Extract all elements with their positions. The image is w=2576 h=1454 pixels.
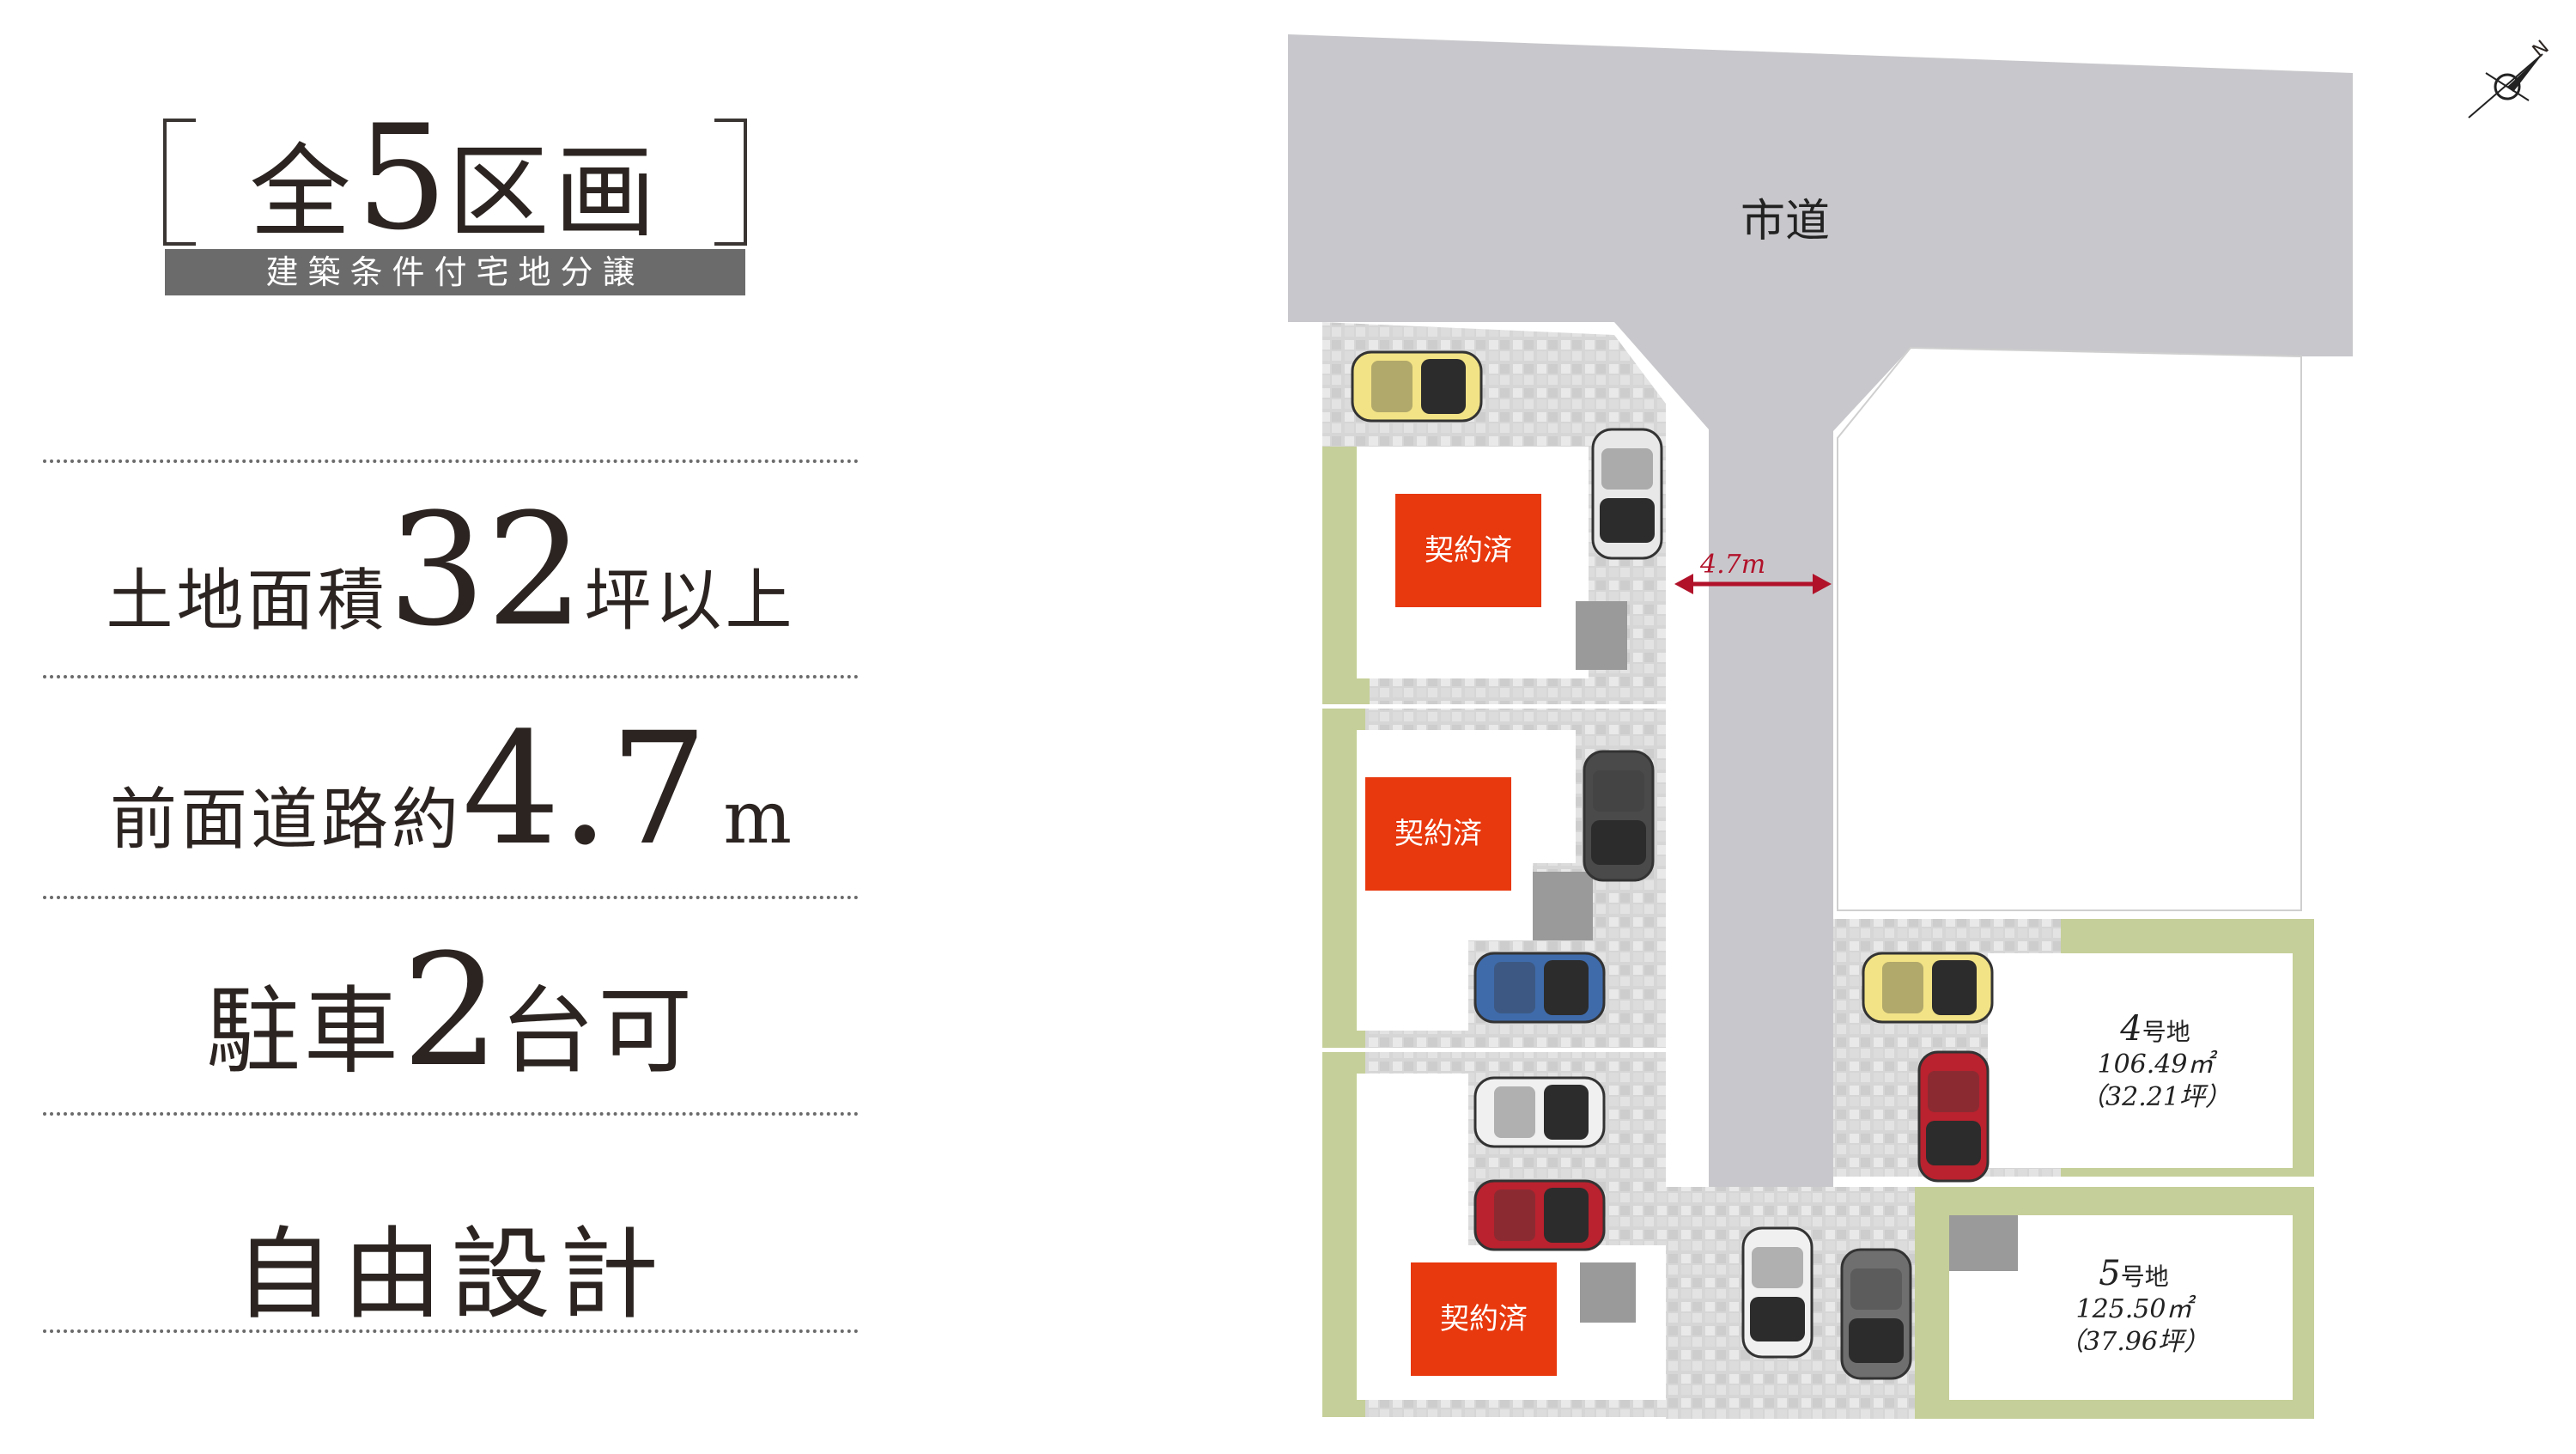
lot-4-area-tsubo: （32.21坪） [2080, 1082, 2231, 1112]
lot-5-area-sqm: 125.50㎡ [2075, 1294, 2192, 1324]
lot-4-area-sqm: 106.49㎡ [2097, 1049, 2214, 1080]
lot-1-sold-badge: 契約済 [1395, 494, 1541, 607]
car-white-lot-1 [1591, 428, 1663, 560]
left-bracket [163, 119, 196, 246]
right-bracket [714, 119, 747, 246]
parking-suffix: 台可 [500, 976, 696, 1086]
divider-1 [43, 459, 859, 463]
divider-4 [43, 1112, 859, 1116]
lot-4-number: 4 [2120, 1009, 2142, 1049]
road-width-arrow [1674, 574, 1832, 594]
car-yellow-lot-1 [1351, 350, 1483, 423]
lot-5-area-tsubo: （37.96坪） [2058, 1327, 2209, 1357]
car-yellow-lot-4 [1862, 952, 1994, 1024]
feature-free-design: 自由設計 [234, 1217, 667, 1333]
road-surface [1288, 34, 2353, 1187]
lot-5-info: 5号地 125.50㎡ （37.96坪） [2057, 1254, 2211, 1359]
land-number: 32 [387, 481, 585, 660]
parking-prefix: 駐車 [205, 976, 402, 1086]
lot-5-label: 号地 [2120, 1262, 2169, 1291]
parking-number: 2 [401, 922, 501, 1101]
lot-5-storage [1949, 1215, 2018, 1271]
headline-suffix: 区画 [447, 133, 661, 252]
headline-number: 5 [355, 94, 448, 262]
headline-prefix: 全 [249, 133, 356, 252]
road-number: 4.7 [462, 700, 708, 879]
lot-2-sold-badge: 契約済 [1365, 777, 1511, 891]
road-prefix: 前面道路約 [110, 782, 463, 859]
divider-3 [43, 896, 859, 899]
feature-parking: 駐車2台可 [43, 934, 859, 1092]
compass-rose [2468, 53, 2543, 119]
car-blue-lot-2 [1473, 952, 1606, 1024]
divider-5 [43, 1329, 859, 1333]
lot-4-title: 4号地 [2078, 1009, 2233, 1049]
car-dark-lot-2 [1583, 750, 1655, 882]
headline-subtitle: 建築条件付宅地分譲 [165, 249, 745, 295]
site-map-drawing [1288, 34, 2353, 1419]
car-white-lot-5 [1741, 1226, 1814, 1359]
lot-3-storage [1580, 1262, 1636, 1323]
road-unit: m [723, 776, 792, 860]
lot-4-house [1988, 953, 2293, 1168]
lot-5-number: 5 [2099, 1254, 2121, 1293]
road-label: 市道 [1741, 196, 1831, 247]
site-map: 市道 4.7m 契約済 契約済 契約済 4号地 106.49㎡ （32.21坪）… [1271, 26, 2404, 1451]
lot-3-sold-badge: 契約済 [1411, 1262, 1557, 1376]
divider-2 [43, 675, 859, 678]
lot-5-title: 5号地 [2057, 1254, 2211, 1293]
headline-block: 全5区画 建築条件付宅地分譲 [163, 103, 747, 301]
headline: 全5区画 [197, 103, 713, 253]
car-red-lot-4 [1917, 1050, 1990, 1183]
car-white-lot-3 [1473, 1076, 1606, 1148]
compass-icon: N [2460, 37, 2555, 133]
lot-4-info: 4号地 106.49㎡ （32.21坪） [2078, 1009, 2233, 1114]
land-prefix: 土地面積 [106, 563, 388, 640]
lot-4-label: 号地 [2142, 1018, 2190, 1046]
car-red-lot-3 [1473, 1179, 1606, 1251]
land-suffix: 坪以上 [584, 563, 796, 640]
lot-2-storage [1533, 872, 1593, 940]
road-width-label: 4.7m [1700, 550, 1766, 580]
lot-1-storage [1576, 601, 1627, 670]
car-grey-lot-5 [1840, 1248, 1912, 1380]
adjacent-land [1837, 346, 2302, 911]
feature-land-area: 土地面積32坪以上 [43, 494, 859, 648]
